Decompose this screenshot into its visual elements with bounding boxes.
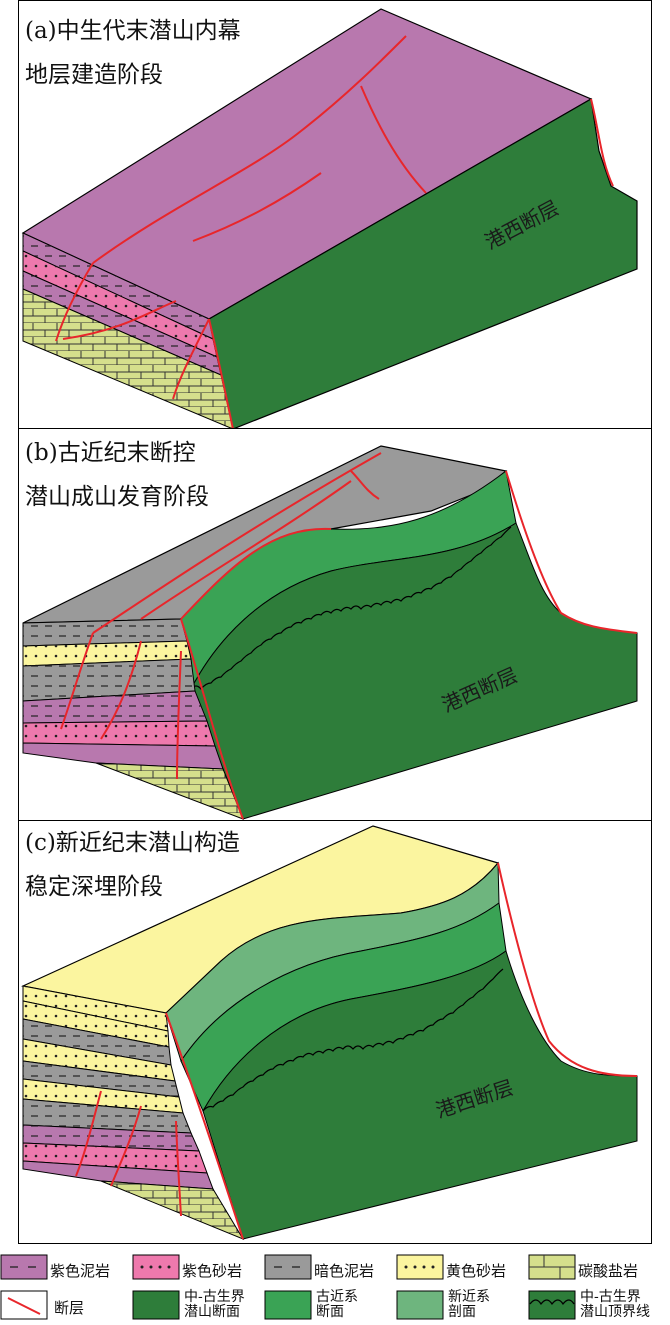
legend-label: 古近系	[316, 1289, 358, 1305]
legend-carbonate: 碳酸盐岩	[528, 1254, 670, 1284]
panel-c-title-line2: 稳定深埋阶段	[25, 874, 163, 900]
legend-label: 断层	[54, 1299, 85, 1317]
block-diagram-c	[21, 825, 638, 1241]
front-strata-c	[22, 985, 245, 1241]
legend-dark-mudstone: 暗色泥岩	[264, 1254, 396, 1284]
legend-fault: 断层	[0, 1290, 132, 1320]
legend-label: 紫色砂岩	[182, 1262, 243, 1280]
legend-meso-paleo-section: 中-古生界 潜山断面	[132, 1290, 264, 1320]
legend-label: 断面	[316, 1304, 344, 1320]
legend-purple-sandstone: 紫色砂岩	[132, 1254, 264, 1284]
legend-purple-mudstone: 紫色泥岩	[0, 1254, 132, 1284]
block-diagram-a	[21, 8, 638, 429]
legend-label: 新近系	[448, 1289, 490, 1305]
panel-b: (b)古近纪末断控 潜山成山发育阶段 港西断层	[18, 428, 652, 822]
fault-lines-a	[55, 35, 614, 429]
front-strata-a	[22, 232, 234, 429]
legend-neogene-section: 新近系 剖面	[396, 1290, 528, 1320]
legend-label: 紫色泥岩	[50, 1262, 111, 1280]
legend-paleogene-section: 古近系 断面	[264, 1290, 396, 1320]
meso-paleozoic-section-c	[202, 950, 638, 1240]
block-diagram-b	[22, 445, 638, 820]
panel-a: (a)中生代末潜山内幕 地层建造阶段 港西断层	[18, 0, 652, 430]
buried-hill-top-line-c	[202, 968, 504, 1112]
panel-a-title-line1: (a)中生代末潜山内幕	[25, 18, 241, 44]
legend-label: 中-古生界	[580, 1289, 641, 1305]
legend: 紫色泥岩 紫色砂岩 暗色泥岩 黄色砂岩 碳酸盐岩 断层 中-古生界 潜山断面 古…	[0, 1246, 670, 1325]
legend-label: 潜山断面	[184, 1304, 240, 1320]
panel-b-title-line1: (b)古近纪末断控	[25, 440, 196, 466]
legend-label: 中-古生界	[184, 1289, 245, 1305]
panel-c: (c)新近纪末潜山构造 稳定深埋阶段 港西断层	[18, 820, 652, 1244]
legend-label: 黄色砂岩	[446, 1262, 507, 1280]
legend-label: 剖面	[448, 1304, 476, 1320]
legend-yellow-sandstone: 黄色砂岩	[396, 1254, 528, 1284]
legend-label: 碳酸盐岩	[578, 1262, 639, 1280]
legend-label: 潜山顶界线	[580, 1304, 650, 1320]
buried-hill-top-line-b	[190, 526, 512, 690]
panel-b-title-line2: 潜山成山发育阶段	[25, 484, 209, 510]
front-strata-b	[22, 618, 244, 820]
fault-lines-b	[60, 452, 638, 820]
panel-c-title-line1: (c)新近纪末潜山构造	[25, 830, 240, 856]
panel-a-title-line2: 地层建造阶段	[25, 62, 163, 88]
fault-lines-c	[75, 862, 638, 1240]
legend-label: 暗色泥岩	[314, 1262, 375, 1280]
legend-top-line: 中-古生界 潜山顶界线	[528, 1290, 670, 1320]
